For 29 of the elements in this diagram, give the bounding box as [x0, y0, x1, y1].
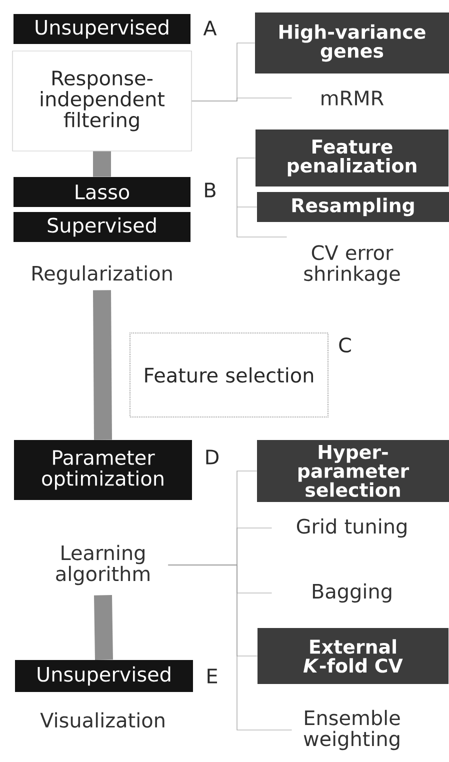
technique-label: Ensemble weighting: [304, 710, 400, 750]
technique-box: Feature penalization: [256, 130, 448, 186]
technique-box: Hyper-parameter selection: [257, 440, 449, 502]
panel-letter: B: [205, 182, 216, 198]
panel-letter: E: [208, 668, 218, 684]
panel-letter: A: [203, 20, 217, 36]
method-bar: Parameter optimization: [14, 440, 192, 500]
category-bar: Supervised: [14, 212, 190, 242]
category-bar: Unsupervised: [15, 660, 193, 692]
technique-label: mRMR: [322, 90, 384, 106]
step-label: Visualization: [40, 712, 164, 728]
connector-bar: [93, 151, 111, 177]
technique-box: External K-fold CV: [258, 628, 448, 684]
category-bar: Unsupervised: [14, 14, 190, 44]
step-label: Regularization: [32, 265, 172, 285]
connector-bar: [94, 595, 113, 660]
technique-label: CV error shrinkage: [304, 245, 400, 285]
step-label: Learning algorithm: [56, 544, 150, 586]
bracket-line: [192, 98, 292, 102]
technique-box: High-variance genes: [255, 12, 449, 74]
step-box: Feature selection: [130, 332, 328, 418]
bracket-line: [168, 564, 292, 730]
technique-box: Resampling: [257, 192, 449, 222]
method-box: Response-independent filtering: [12, 50, 192, 152]
technique-label: Grid tuning: [296, 518, 406, 538]
panel-letter: D: [206, 450, 218, 464]
method-bar: Lasso: [14, 177, 190, 207]
connector-bar: [93, 290, 112, 440]
technique-label: Bagging: [312, 583, 392, 603]
